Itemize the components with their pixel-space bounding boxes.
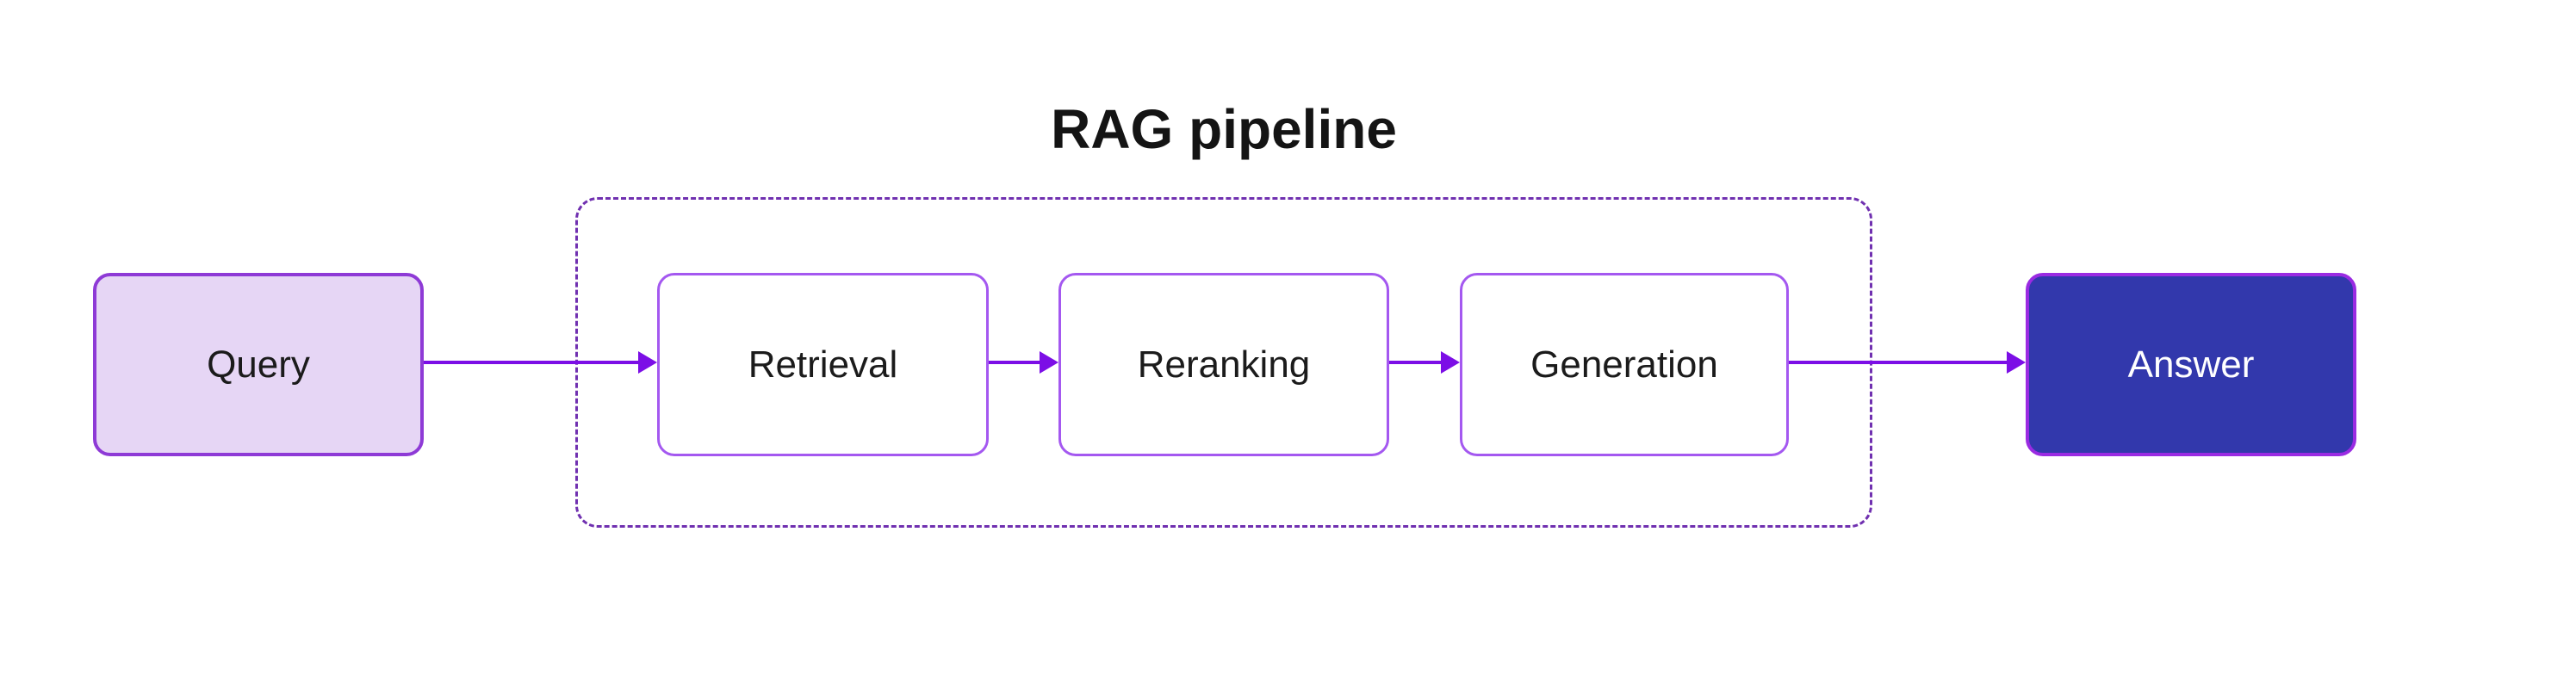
arrow-head-icon <box>1040 351 1058 374</box>
arrow-shaft <box>424 361 638 364</box>
edge-query-to-retrieval <box>424 351 657 374</box>
diagram-title: RAG pipeline <box>1051 98 1397 160</box>
node-query: Query <box>93 273 424 456</box>
node-reranking-label: Reranking <box>1137 343 1311 386</box>
arrow-head-icon <box>1441 351 1460 374</box>
node-retrieval: Retrieval <box>657 273 989 456</box>
edge-generation-to-answer <box>1789 351 2026 374</box>
edge-retrieval-to-reranking <box>989 351 1058 374</box>
node-reranking: Reranking <box>1058 273 1389 456</box>
node-answer-label: Answer <box>2127 343 2255 386</box>
node-retrieval-label: Retrieval <box>748 343 898 386</box>
arrow-head-icon <box>638 351 657 374</box>
arrow-shaft <box>1789 361 2007 364</box>
edge-reranking-to-generation <box>1389 351 1460 374</box>
node-generation: Generation <box>1460 273 1789 456</box>
arrow-head-icon <box>2007 351 2026 374</box>
node-generation-label: Generation <box>1530 343 1718 386</box>
arrow-shaft <box>989 361 1040 364</box>
arrow-shaft <box>1389 361 1441 364</box>
node-answer: Answer <box>2026 273 2356 456</box>
node-query-label: Query <box>207 343 310 386</box>
